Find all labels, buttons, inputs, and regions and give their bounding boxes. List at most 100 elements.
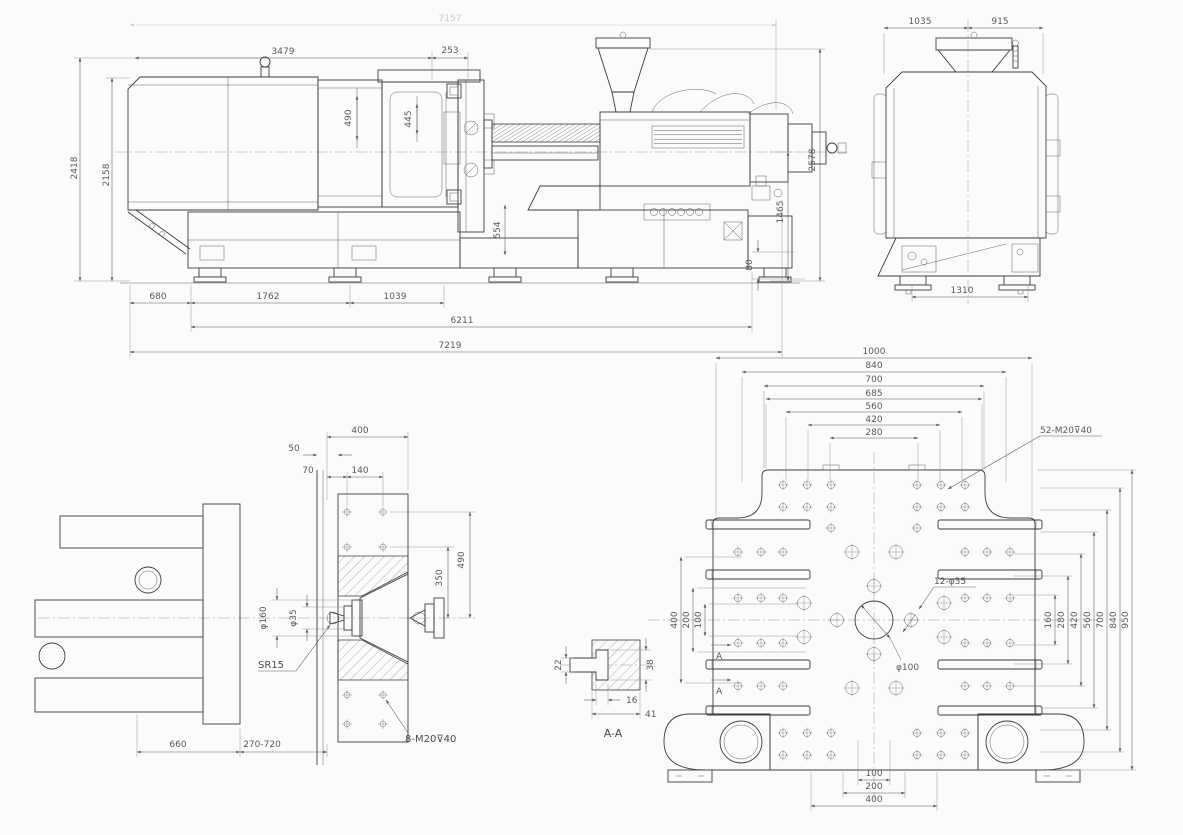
- injection-base: [577, 209, 749, 269]
- nozzle-sphere: [326, 611, 340, 625]
- dim-platen-1000: 1000: [863, 347, 886, 357]
- machine-foot: [610, 267, 634, 278]
- dim-1310: 1310: [951, 286, 974, 296]
- dim-dia160: φ160: [259, 606, 269, 629]
- machine-feet: [193, 267, 792, 283]
- lifting-eyebolt: [259, 56, 271, 68]
- section-a-a-view: 22 38 16 41 A-A: [554, 638, 656, 740]
- hose: [699, 93, 755, 113]
- screw-barrel: [491, 123, 601, 143]
- dim-270-720: 270-720: [243, 740, 281, 750]
- dim-platen-280r: 280: [1057, 611, 1067, 628]
- machine-front-view: 1035 915 1310: [871, 17, 1061, 304]
- platen-outline: [712, 469, 1036, 771]
- hopper: [597, 47, 649, 93]
- center-hole: [854, 600, 894, 640]
- foot: [1003, 275, 1031, 286]
- dim-41: 41: [645, 710, 656, 720]
- front-body: [885, 71, 1047, 239]
- label-dia100: φ100: [896, 663, 919, 673]
- dim-400: 400: [351, 426, 368, 436]
- dim-platen-200b: 200: [865, 782, 882, 792]
- dim-1762: 1762: [257, 292, 280, 302]
- tie-bar-end: [134, 566, 162, 594]
- dim-platen-280t: 280: [865, 428, 882, 438]
- dim-platen-200l: 200: [682, 611, 692, 628]
- dim-16: 16: [626, 696, 638, 706]
- safety-gate: [381, 81, 459, 208]
- dim-platen-420t: 420: [865, 415, 882, 425]
- dim-platen-100l: 100: [694, 611, 704, 628]
- clamp-cover: [127, 76, 319, 211]
- hopper-lid: [595, 37, 651, 49]
- clamp-ram: [34, 599, 204, 638]
- injection-housing: [599, 111, 751, 187]
- dim-3479: 3479: [272, 47, 295, 57]
- dim-2158: 2158: [102, 163, 112, 186]
- t-slot-key: [569, 649, 609, 681]
- foot-plate: [758, 276, 792, 283]
- beacon-light: [1012, 45, 1019, 69]
- machine-foot: [493, 267, 517, 278]
- dim-platen-700r: 700: [1096, 611, 1106, 628]
- machine-foot: [198, 267, 222, 278]
- platen-left-dims: 400 200 100: [670, 556, 806, 684]
- dim-80: 80: [745, 259, 755, 271]
- dim-platen-160: 160: [1044, 611, 1054, 628]
- tie-bar-lower: [34, 677, 204, 713]
- base-section: [459, 237, 579, 269]
- barrel-flange: [483, 119, 493, 169]
- dim-platen-685: 685: [865, 389, 882, 399]
- foot-plate: [193, 276, 227, 283]
- dim-2418: 2418: [70, 156, 80, 179]
- dim-1039: 1039: [384, 292, 407, 302]
- section-marker-a: A: [716, 687, 723, 697]
- platen-holes: [342, 507, 388, 729]
- dim-554: 554: [493, 221, 503, 238]
- dim-350: 350: [435, 569, 445, 586]
- hopper: [937, 49, 1011, 73]
- side-panel-left: [873, 93, 887, 235]
- hopper-lid: [935, 37, 1013, 51]
- dim-1465: 1465: [776, 201, 786, 224]
- pedestal: [527, 185, 601, 211]
- machine-side-view: 7157 3479 253 2418 2158 490 445 554 80 1…: [70, 14, 848, 357]
- logo-plate: [723, 221, 743, 241]
- hose: [651, 89, 717, 113]
- t-slot-bars: [705, 519, 1043, 716]
- dim-platen-840r: 840: [1109, 611, 1119, 628]
- dim-1035: 1035: [909, 17, 932, 27]
- tie-bar-bore: [719, 720, 763, 764]
- machine-foot: [333, 267, 357, 278]
- dim-140: 140: [351, 466, 368, 476]
- platen-top-dims: 1000 840 700 685 560 420 280: [715, 347, 1033, 516]
- foot-plate: [605, 276, 639, 283]
- label-12-dia35: 12-φ35: [934, 577, 966, 587]
- tie-bar-upper: [59, 515, 204, 549]
- section-marker-a: A: [716, 652, 723, 662]
- dim-6211: 6211: [451, 316, 474, 326]
- platen-right-dims: 950 840 700 560 420 280 160: [1014, 469, 1136, 771]
- moving-cover: [317, 79, 383, 208]
- dim-660: 660: [169, 740, 186, 750]
- dim-2578: 2578: [808, 148, 818, 171]
- dim-platen-400b: 400: [865, 795, 882, 805]
- moving-platen: [202, 503, 241, 725]
- side-panel-right: [1045, 93, 1059, 235]
- cable-chain: [643, 203, 711, 221]
- injection-cylinder: [749, 113, 789, 183]
- hose: [747, 102, 794, 115]
- tie-bar-end: [38, 642, 66, 670]
- dim-platen-420r: 420: [1070, 611, 1080, 628]
- dim-platen-950: 950: [1121, 611, 1131, 628]
- platen-feet: [663, 713, 1085, 783]
- dim-22: 22: [554, 659, 564, 670]
- dim-38: 38: [646, 659, 656, 671]
- label-8-m20: 8-M20⊽40: [405, 734, 456, 745]
- dim-50: 50: [288, 444, 300, 454]
- dim-7219: 7219: [439, 341, 462, 351]
- dim-platen-700t: 700: [865, 375, 882, 385]
- gate-window: [389, 91, 443, 198]
- locating-ring: [359, 573, 409, 663]
